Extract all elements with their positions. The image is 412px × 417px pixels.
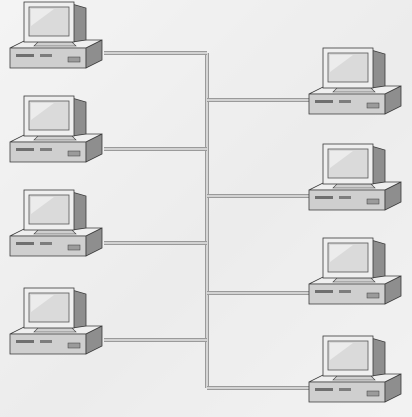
computer-left-4 — [9, 287, 103, 355]
computer-left-1 — [9, 1, 103, 69]
computer-left-3 — [9, 189, 103, 257]
computer-right-2 — [308, 143, 402, 211]
monitor — [322, 143, 386, 189]
computer-left-2 — [9, 95, 103, 163]
computer-right-4 — [308, 335, 402, 403]
computer-right-1 — [308, 47, 402, 115]
monitor — [23, 95, 87, 141]
monitor — [23, 287, 87, 333]
system-unit — [308, 373, 402, 403]
monitor — [322, 47, 386, 93]
monitor — [322, 237, 386, 283]
monitor — [322, 335, 386, 381]
computer-right-3 — [308, 237, 402, 305]
system-unit — [9, 227, 103, 257]
monitor — [23, 189, 87, 235]
monitor — [23, 1, 87, 47]
